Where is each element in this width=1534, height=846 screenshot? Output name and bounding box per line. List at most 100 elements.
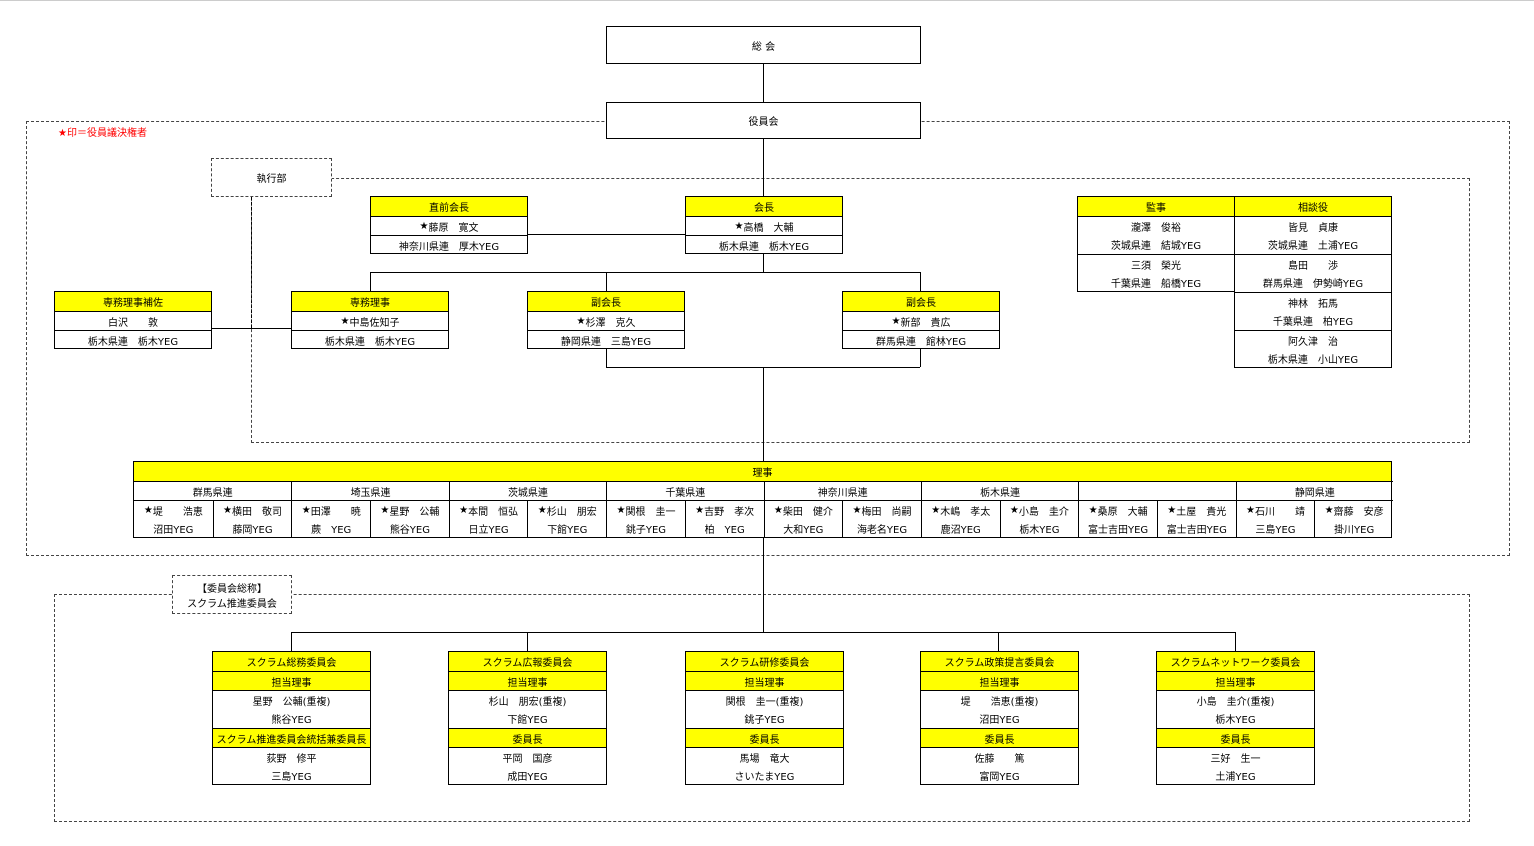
vice-president-name: 杉澤 克久 — [528, 311, 684, 330]
connector-line — [763, 139, 764, 197]
committee-director-org: 銚子YEG — [744, 715, 785, 726]
committee-chair-name: 三好 生一 — [1157, 747, 1314, 766]
director-name: 土屋 貴光 — [1156, 500, 1236, 519]
director-org: 蕨 YEG — [291, 519, 370, 538]
committee-director-name: 堤 浩恵(重複) — [921, 690, 1078, 709]
president-box: 会長 高橋 大輔 栃木県連 栃木YEG — [685, 196, 843, 254]
auditor-name: 三須 榮光 — [1078, 254, 1234, 273]
director-group-header: 静岡県連 — [1235, 481, 1393, 500]
committee-director-name: 杉山 朋宏(重複) — [449, 690, 606, 709]
director-org: 海老名YEG — [842, 519, 921, 538]
director-org: 熊谷YEG — [370, 519, 449, 538]
director-org: 大和YEG — [763, 519, 843, 538]
past-president-name: 藤原 寛文 — [371, 216, 527, 235]
committee-director-org: 熊谷YEG — [271, 715, 312, 726]
committee-chair-org: さいたまYEG — [734, 772, 795, 783]
director-name: 小島 圭介 — [999, 500, 1079, 519]
director-group-header: 茨城県連 — [448, 481, 607, 500]
auditor-org: 茨城県連 結城YEG — [1110, 241, 1202, 252]
advisor-org: 茨城県連 土浦YEG — [1267, 241, 1359, 252]
director-group-header: 栃木県連 — [920, 481, 1079, 500]
managing-director-title: 専務理事 — [292, 292, 448, 311]
assistant-title: 専務理事補佐 — [55, 292, 211, 311]
director-group-header — [1078, 481, 1236, 500]
vice-president-title: 副会長 — [528, 292, 684, 311]
director-name: 梅田 尚嗣 — [842, 500, 921, 519]
director-name: 吉野 孝次 — [684, 500, 764, 519]
vice-president-box: 副会長 杉澤 克久 静岡県連 三島YEG — [527, 291, 685, 349]
connector-line — [763, 367, 764, 461]
director-name: 堤 浩恵 — [134, 500, 213, 519]
committee-role-label: 担当理事 — [449, 671, 606, 690]
committee-chair-org: 三島YEG — [271, 772, 312, 783]
connector-line — [370, 272, 371, 292]
committee-role-label: 担当理事 — [213, 671, 370, 690]
advisor-name: 神林 拓馬 — [1235, 292, 1391, 311]
president-name: 高橋 大輔 — [686, 216, 842, 235]
auditor-title: 監事 — [1078, 197, 1234, 216]
assistant-name: 白沢 敦 — [55, 311, 211, 330]
connector-line — [606, 348, 607, 367]
director-org: 銚子YEG — [606, 519, 685, 538]
director-org: 富士吉田YEG — [1078, 519, 1157, 538]
advisor-name: 皆見 貞康 — [1235, 216, 1391, 235]
vice-president-name: 新部 貴広 — [843, 311, 999, 330]
committee-chair-label: 委員長 — [1157, 728, 1314, 747]
connector-line — [763, 253, 764, 272]
advisor-name: 阿久津 治 — [1235, 330, 1391, 349]
past-president-title: 直前会長 — [371, 197, 527, 216]
committee-chair-label: 委員長 — [686, 728, 843, 747]
directors-title: 理事 — [134, 462, 1391, 481]
board-meeting-box: 役員会 — [606, 102, 921, 139]
committee-director-org: 沼田YEG — [979, 715, 1020, 726]
vice-president-org: 静岡県連 三島YEG — [528, 330, 684, 349]
connector-line — [763, 64, 764, 102]
committee-title: スクラム広報委員会 — [449, 652, 606, 671]
managing-director-assistant-box: 専務理事補佐 白沢 敦 栃木県連 栃木YEG — [54, 291, 212, 349]
director-name: 関根 圭一 — [606, 500, 685, 519]
director-name: 星野 公輔 — [370, 500, 449, 519]
committee-director-org: 栃木YEG — [1215, 715, 1256, 726]
directors-table: 理事 群馬県連堤 浩恵沼田YEG横田 敬司藤岡YEG埼玉県連田澤 暁蕨 YEG星… — [133, 461, 1393, 538]
director-group-header: 神奈川県連 — [763, 481, 921, 500]
voting-rights-note: ★印＝役員議決権者 — [58, 128, 147, 139]
director-org: 栃木YEG — [999, 519, 1079, 538]
committee-chair-org: 富岡YEG — [979, 772, 1020, 783]
connector-line — [920, 272, 921, 292]
connector-line — [370, 272, 920, 273]
director-name: 本間 恒弘 — [448, 500, 528, 519]
connector-line — [291, 632, 292, 651]
committee-director-name: 関根 圭一(重複) — [686, 690, 843, 709]
director-org: 掛川YEG — [1314, 519, 1393, 538]
director-org: 日立YEG — [448, 519, 528, 538]
committee-chair-label: 委員長 — [921, 728, 1078, 747]
director-name: 桑原 大輔 — [1078, 500, 1157, 519]
committee-area — [54, 594, 1470, 822]
past-president-org: 神奈川県連 厚木YEG — [371, 235, 527, 254]
advisor-org: 群馬県連 伊勢崎YEG — [1262, 279, 1364, 290]
director-name: 横田 敬司 — [212, 500, 292, 519]
committee-chair-org: 土浦YEG — [1215, 772, 1256, 783]
committee-title: スクラム総務委員会 — [213, 652, 370, 671]
director-group-header: 群馬県連 — [134, 481, 292, 500]
director-name: 田澤 暁 — [291, 500, 371, 519]
director-name: 木嶋 孝太 — [920, 500, 1000, 519]
committee-role-label: 担当理事 — [921, 671, 1078, 690]
director-group-header: 千葉県連 — [606, 481, 764, 500]
director-name: 杉山 朋宏 — [527, 500, 607, 519]
director-org: 鹿沼YEG — [920, 519, 1000, 538]
director-org: 下館YEG — [527, 519, 606, 538]
committee-title: スクラム研修委員会 — [686, 652, 843, 671]
committee-group-label-line: 【委員会総称】 — [197, 583, 267, 595]
connector-line — [291, 632, 1235, 633]
director-org: 富士吉田YEG — [1156, 519, 1236, 538]
committee-chair-org: 成田YEG — [507, 772, 548, 783]
committee-chair-name: 佐藤 篤 — [921, 747, 1078, 766]
connector-line — [251, 197, 252, 328]
connector-line — [211, 328, 291, 329]
connector-line — [920, 348, 921, 367]
